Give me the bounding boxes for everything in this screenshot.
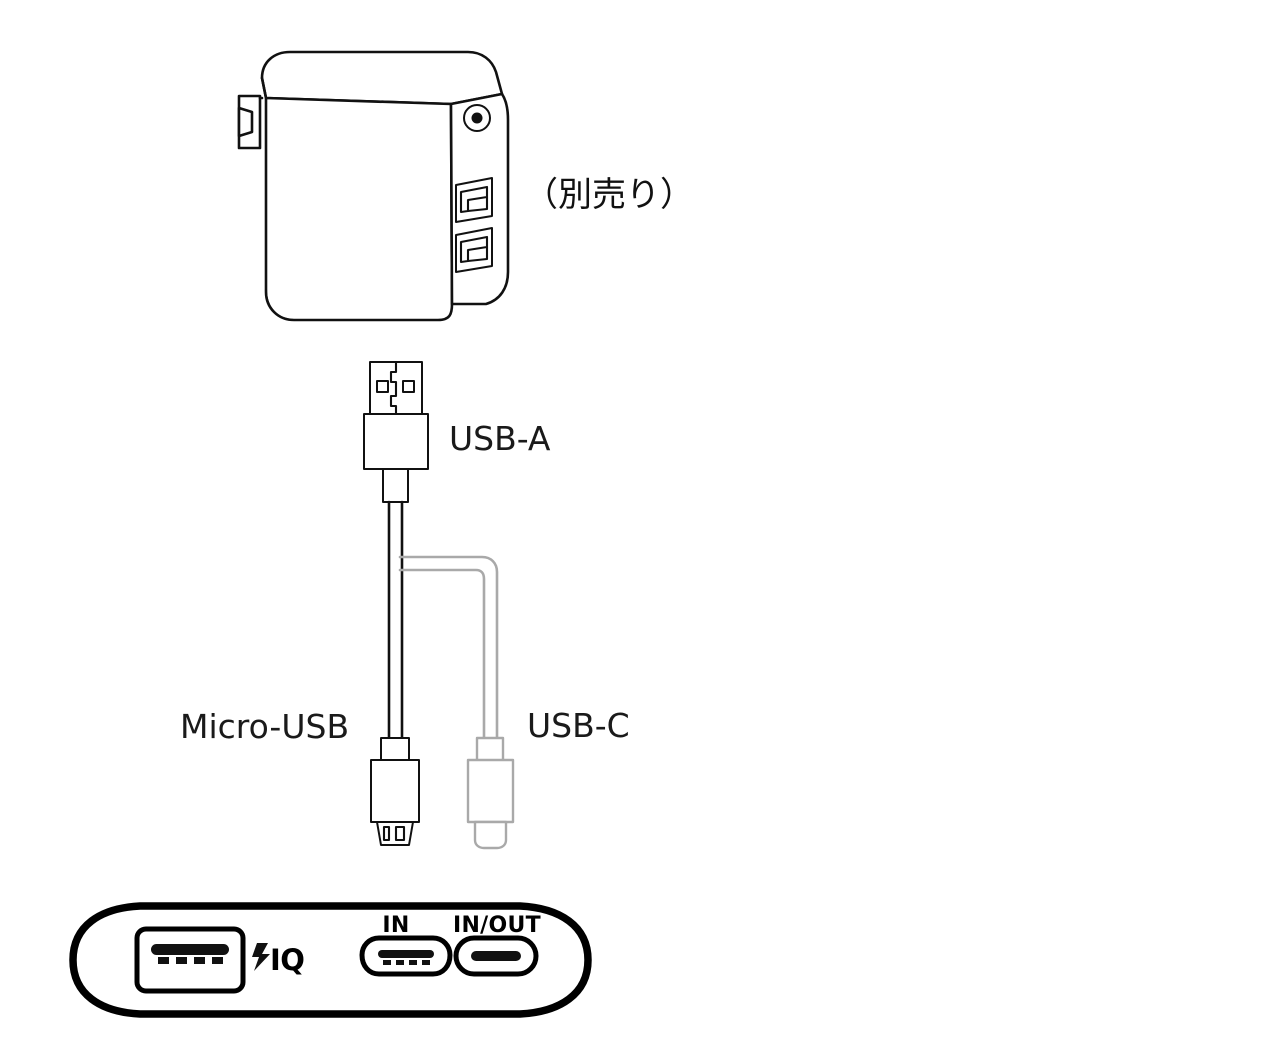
cable-usb-a-label: USB-A	[449, 419, 551, 458]
power-bank: IQ IN IN/OUT	[69, 902, 592, 1018]
cable-usb-c-wire-outer	[398, 555, 499, 740]
cable-usb-c-label: USB-C	[527, 706, 630, 745]
cable-micro-usb-label: Micro-USB	[180, 707, 349, 746]
charger-sold-separately-label: （別売り）	[524, 175, 694, 215]
charger-body-edge	[264, 288, 296, 322]
led-indicator-icon	[463, 104, 491, 132]
power-bank-in-label: IN	[382, 913, 409, 938]
charger-top-face	[260, 50, 504, 106]
cable-micro-usb-connector	[370, 737, 420, 846]
cable-usb-a-connector	[363, 360, 429, 503]
charging-cable: USB-A Micro-USB USB-C	[180, 360, 630, 850]
wall-charger: （別売り）	[237, 50, 694, 322]
power-bank-usb-c-port	[453, 935, 539, 977]
lightning-bolt-icon	[252, 943, 270, 971]
power-bank-micro-usb-port	[359, 935, 453, 977]
charger-usb-a-port-2	[455, 227, 493, 273]
power-iq-badge: IQ	[252, 943, 305, 977]
charger-usb-a-port-1	[455, 177, 493, 223]
power-iq-label: IQ	[270, 943, 304, 977]
cable-usb-c-wire-inner	[398, 568, 486, 740]
power-bank-usb-a-port	[134, 926, 246, 994]
cable-usb-c-connector	[466, 736, 515, 850]
charger-front-face	[260, 76, 454, 322]
power-bank-in-out-label: IN/OUT	[453, 913, 541, 938]
ac-prong-icon	[237, 94, 264, 150]
